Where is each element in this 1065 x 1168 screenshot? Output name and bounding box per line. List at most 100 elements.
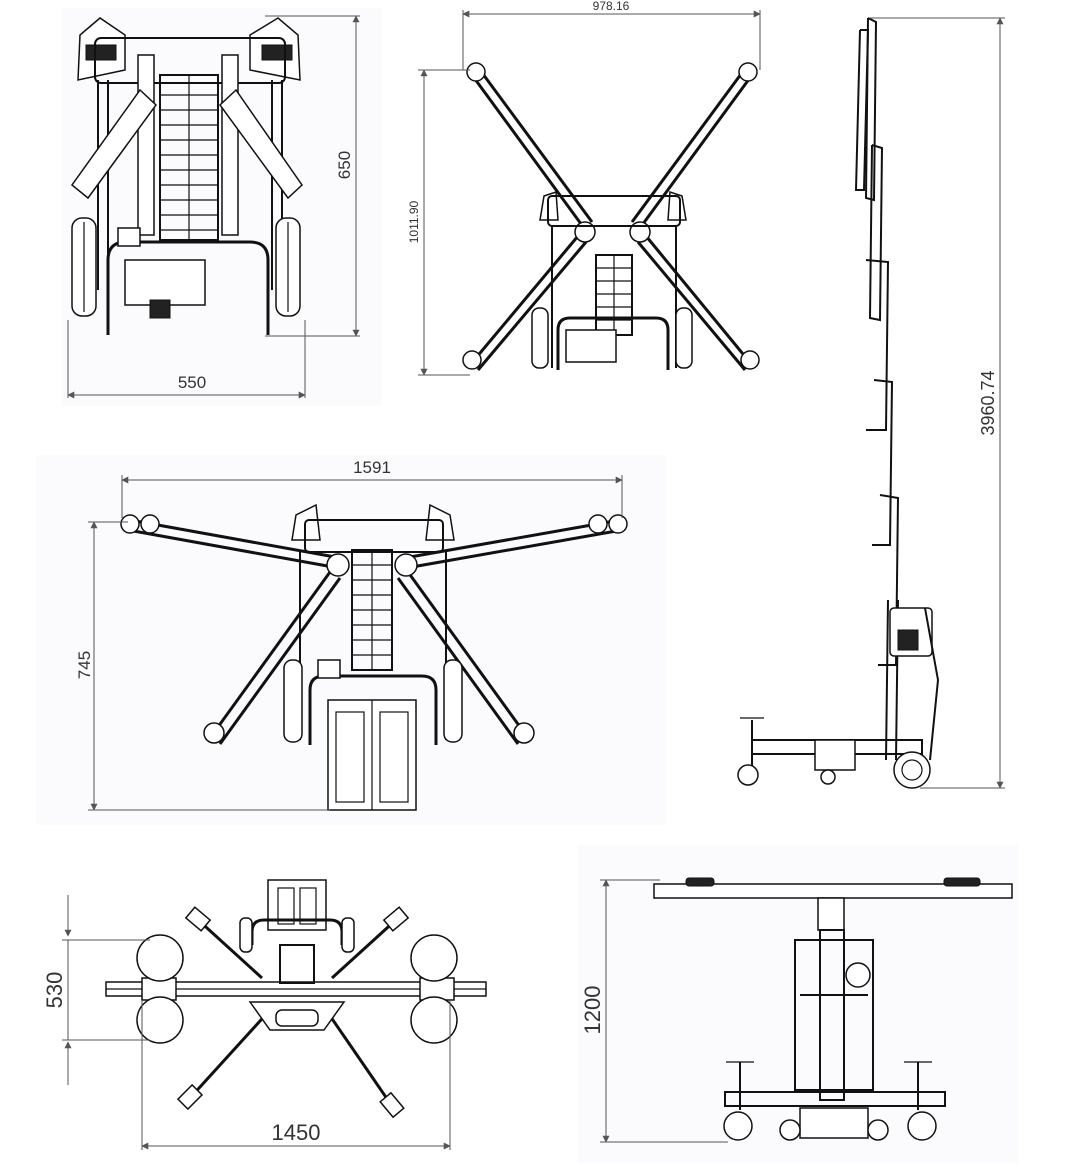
suction-cup-upper-left bbox=[136, 934, 184, 982]
clamp-upper-right bbox=[608, 514, 628, 534]
height-label: 530 bbox=[42, 972, 67, 1009]
base-frame bbox=[724, 1091, 946, 1107]
top-frame bbox=[94, 37, 286, 84]
rear-wheel-hub bbox=[901, 759, 923, 781]
arm-upper-left-edge bbox=[127, 528, 334, 569]
height-label: 3960.74 bbox=[978, 370, 998, 435]
top-motor-housing bbox=[267, 879, 327, 931]
height-label: 650 bbox=[335, 151, 354, 179]
base-motor bbox=[124, 259, 206, 306]
arm-lower-right bbox=[406, 571, 530, 739]
left-cylinder bbox=[137, 54, 155, 236]
suction-cup-upper-right bbox=[410, 934, 458, 982]
clamp-upper-right bbox=[738, 62, 758, 82]
arm-upper-left bbox=[194, 916, 264, 980]
view-top-x-arms: 978.16 1011.90 bbox=[407, 0, 761, 376]
front-caster bbox=[737, 764, 759, 786]
view-front-spread-arms: 1591 745 bbox=[36, 455, 666, 825]
arm-upper-right-edge bbox=[630, 69, 746, 223]
arm-upper-left bbox=[470, 74, 586, 229]
top-frame bbox=[304, 519, 444, 553]
base-motor-block bbox=[149, 299, 171, 319]
arm-end-upper-left bbox=[184, 906, 212, 932]
clamp-upper-left-2 bbox=[140, 514, 160, 534]
arm-end-lower-left bbox=[176, 1083, 204, 1111]
clamp-lower-right bbox=[513, 722, 535, 744]
rear-wheel bbox=[893, 751, 931, 789]
view-side-lowered: 1200 bbox=[578, 845, 1018, 1163]
top-wheel-right bbox=[341, 917, 355, 953]
arm-lower-left-edge bbox=[218, 577, 342, 745]
mast-base-post bbox=[885, 599, 889, 761]
left-caster bbox=[723, 1111, 753, 1141]
middle-caster bbox=[820, 769, 836, 785]
pivot-right bbox=[394, 553, 418, 577]
clamp-lower-left bbox=[203, 722, 225, 744]
left-wheel bbox=[779, 1119, 801, 1141]
mast bbox=[819, 929, 845, 1101]
arm-upper-right bbox=[409, 518, 621, 559]
right-cylinder bbox=[221, 54, 239, 236]
left-wheel bbox=[283, 659, 303, 743]
right-wheel bbox=[443, 659, 463, 743]
mast-rungs bbox=[596, 255, 632, 335]
top-motor-right bbox=[299, 887, 317, 925]
width-label: 550 bbox=[178, 373, 206, 392]
arm-lower-left bbox=[208, 571, 332, 739]
view-top: 1450 530 bbox=[42, 879, 487, 1150]
motor bbox=[845, 962, 871, 988]
right-handle-grip bbox=[261, 44, 293, 61]
base-clamp bbox=[317, 659, 341, 679]
right-handle bbox=[425, 503, 455, 541]
mast-section-3 bbox=[865, 259, 890, 431]
pivot-left bbox=[326, 553, 350, 577]
clamp-upper-right-2 bbox=[588, 514, 608, 534]
clamp-upper-left bbox=[120, 514, 140, 534]
arm-upper-left bbox=[129, 518, 336, 559]
base-handle bbox=[556, 316, 670, 370]
view-side-extended: 3960.74 bbox=[737, 17, 1005, 789]
arm-lower-right bbox=[324, 1009, 394, 1107]
base-handle bbox=[308, 674, 438, 745]
mast-section-1-rear bbox=[854, 29, 870, 191]
arm-end-upper-right bbox=[382, 906, 410, 932]
base-handle bbox=[106, 240, 270, 335]
left-handle-grip bbox=[85, 44, 117, 61]
rear-handle bbox=[924, 607, 940, 761]
right-caster bbox=[907, 1111, 937, 1141]
base-motor-left bbox=[335, 711, 365, 803]
suction-cup-lower-left bbox=[136, 996, 184, 1044]
right-wheel bbox=[675, 307, 693, 369]
arm-upper-right bbox=[330, 916, 400, 980]
lower-frame-handle bbox=[275, 1009, 319, 1027]
mast-section-2 bbox=[868, 144, 884, 322]
arm-end-lower-right bbox=[379, 1091, 405, 1119]
arm-upper-right bbox=[638, 74, 754, 229]
view-front-compact: 550 650 bbox=[62, 8, 382, 406]
width-label: 1591 bbox=[353, 458, 391, 477]
mast-section-1 bbox=[864, 17, 878, 202]
right-wheel bbox=[867, 1119, 889, 1141]
beam-mount bbox=[817, 897, 845, 931]
clamp-lower-left bbox=[462, 350, 482, 370]
top-motor-left bbox=[277, 887, 295, 925]
base-motor bbox=[565, 329, 617, 363]
body-frame bbox=[794, 939, 874, 1091]
arm-lower-left bbox=[188, 1008, 272, 1100]
width-label: 1450 bbox=[272, 1120, 321, 1145]
arm-lower-right-edge bbox=[636, 241, 747, 371]
mast-section-4 bbox=[872, 379, 894, 546]
mast-rungs bbox=[160, 75, 218, 240]
top-wheel-left bbox=[239, 917, 253, 953]
carriage-motor bbox=[897, 629, 919, 651]
clamp-lower-right bbox=[740, 350, 760, 370]
suction-cup-lower-right bbox=[410, 996, 458, 1044]
base-clamp bbox=[117, 227, 141, 247]
arm-lower-left bbox=[468, 235, 580, 366]
height-label: 1011.90 bbox=[407, 200, 421, 243]
base-motor bbox=[799, 1107, 869, 1139]
base-motor bbox=[814, 739, 856, 771]
right-folded-arm bbox=[219, 88, 303, 200]
top-mast bbox=[279, 944, 315, 984]
